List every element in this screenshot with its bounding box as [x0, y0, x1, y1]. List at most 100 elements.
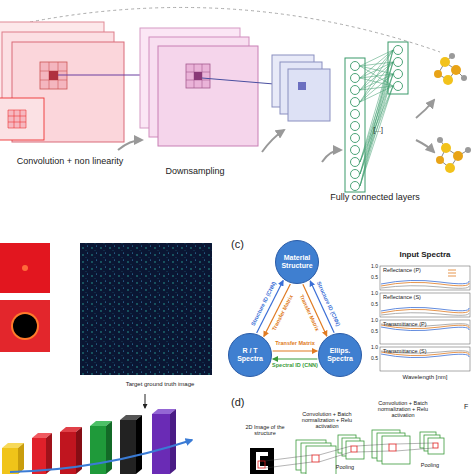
figure-label: (c) [231, 238, 253, 250]
figure-label: 1.0 [364, 318, 378, 324]
neuron [351, 74, 360, 83]
relation-label: Transfer Matrix [298, 294, 320, 332]
dense-layer [388, 42, 408, 94]
figure-label: Transmittance (S) [383, 348, 468, 354]
figure-label: Convolution + non linearity [15, 156, 125, 166]
node-label: R / T Spectra [232, 347, 268, 362]
neuron [394, 58, 403, 67]
spectrum-curve [381, 354, 469, 358]
plot-frame [380, 320, 470, 344]
plot-frame [380, 293, 470, 317]
spectrum-curve [381, 309, 469, 313]
atom [461, 75, 467, 81]
figure-label: Convolution + Batch normalization + Relu… [370, 400, 436, 418]
block-side [136, 415, 142, 474]
legend-sample [448, 270, 456, 276]
relation-label: Spectral ID (CNN) [272, 363, 318, 369]
figure-label: 0.5 [364, 329, 378, 335]
receptive-field [433, 443, 438, 448]
atom [451, 65, 461, 75]
neuron [351, 98, 360, 107]
spectrum-curve [381, 313, 469, 316]
neuron [394, 70, 403, 79]
kernel-grid [186, 64, 210, 88]
atom [437, 137, 443, 143]
figure-label: Pooling [410, 462, 450, 468]
figure-label: Wavelength [nm] [380, 374, 470, 381]
masked-image [0, 300, 50, 352]
dense-layer [345, 58, 365, 192]
figure-label: 0.5 [364, 275, 378, 281]
input-grid [8, 110, 26, 128]
figure-label: Transmittance (P) [383, 321, 468, 327]
block-side [106, 421, 112, 474]
conv-map [306, 446, 336, 474]
neuron [351, 86, 360, 95]
atom [441, 143, 451, 153]
mask-ring [11, 312, 39, 340]
block-front [120, 420, 136, 474]
relation-label: Transfer Matrix [272, 295, 295, 333]
figure-label: 0.5 [364, 302, 378, 308]
relation-arrow [273, 350, 318, 351]
figure-label: 1.0 [364, 264, 378, 270]
receptive-field [351, 446, 357, 452]
flow-arrow [322, 150, 341, 162]
figure-label: Reflectance (S) [383, 294, 468, 300]
input-map [0, 98, 44, 140]
neuron [351, 182, 360, 191]
atom [445, 163, 455, 173]
relation-label: Transfer Matrix [275, 341, 314, 347]
atom [443, 75, 453, 85]
flow-curve [10, 440, 192, 472]
relation-arrow [273, 358, 318, 359]
pooled-map [288, 69, 330, 121]
pool-map [346, 441, 364, 459]
neuron [351, 170, 360, 179]
relation-label: Structure ID (CNN) [316, 281, 341, 327]
flow-arrow [118, 140, 142, 150]
figure-label: Downsampling [145, 166, 245, 176]
kernel-center [49, 71, 58, 80]
figure-label: 1.0 [364, 291, 378, 297]
neuron [394, 82, 403, 91]
block-front [90, 426, 106, 474]
plot-frame [380, 347, 470, 371]
flow-arrow [416, 100, 434, 118]
flow-arrow [416, 140, 434, 152]
figure-label: (d) [231, 396, 253, 408]
spectrum-curve [381, 327, 469, 331]
figure-label: 1.0 [364, 345, 378, 351]
image-spot [22, 265, 28, 271]
figure-label: Pooling [325, 464, 365, 470]
atom [436, 156, 444, 164]
spectrum-circle: R / T Spectra [228, 333, 272, 377]
figure-label: [...] [366, 126, 390, 134]
block-front [152, 414, 170, 474]
figure-label: Fully connected layers [315, 192, 435, 202]
flow-arrow [262, 130, 284, 152]
structure-image [250, 448, 274, 474]
atom [434, 70, 442, 78]
feature-map [158, 46, 258, 146]
atom [465, 147, 471, 153]
atom [453, 151, 463, 161]
figure-label: Reflectance (P) [383, 267, 468, 273]
ground-truth-image [80, 243, 212, 375]
receptive-field [389, 444, 396, 451]
node-label: Ellips. Spectra [322, 347, 358, 362]
block-side [18, 443, 24, 474]
spectrum-circle: Ellips. Spectra [318, 333, 362, 377]
molecule-bonds [440, 140, 468, 168]
spectrum-curve [381, 307, 469, 311]
diffraction-image [0, 243, 50, 293]
ground-truth-texture [80, 243, 212, 375]
spectrum-circle: Material Structure [275, 240, 319, 284]
pool-map [428, 438, 444, 454]
conv-map [382, 436, 410, 464]
relation-label: Structure ID (CNN) [250, 281, 277, 327]
block-front [32, 438, 46, 474]
neuron [351, 146, 360, 155]
neuron [394, 46, 403, 55]
